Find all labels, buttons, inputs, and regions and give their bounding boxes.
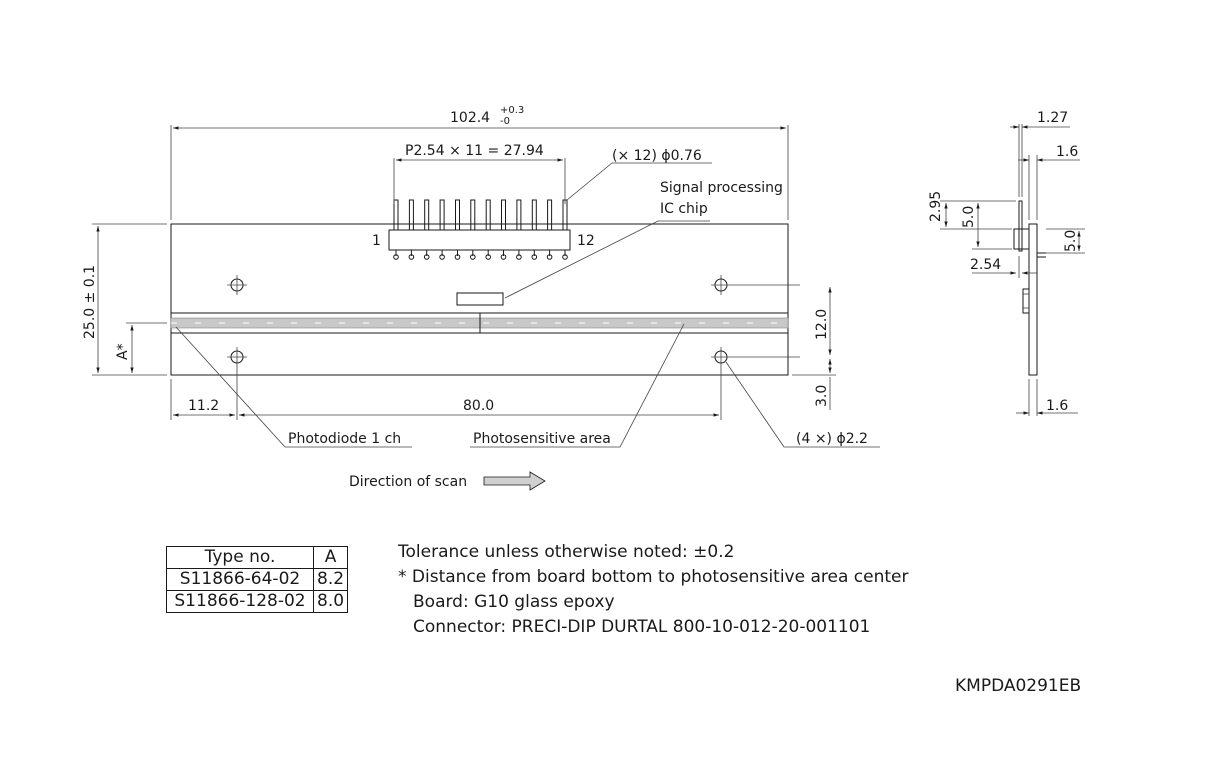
connector-pin [439,199,445,231]
table-row: S11866-64-02 8.2 [166,568,349,591]
height-value: 25.0 ± 0.1 [82,265,98,339]
connector-pin-tip [470,254,476,260]
signal-chip-label-2: IC chip [660,201,708,217]
connector-pin [408,199,414,231]
connector-pin [531,199,537,231]
connector-pin-tip [531,254,538,260]
scan-direction-label: Direction of scan [349,474,467,490]
photodiode-label: Photodiode 1 ch [288,431,401,447]
type-table: Type no. A S11866-64-02 8.2 S11866-128-0… [166,546,349,613]
side-16-bottom-value: 1.6 [1046,398,1068,414]
connector-pin [470,199,476,231]
type-table-header: Type no. A [166,546,349,569]
connector-pin-tip [546,254,553,260]
connector-pin [562,199,568,231]
overall-length-tol-plus: +0.3 [500,105,524,116]
side-254-value: 2.54 [970,257,1001,273]
connector-pin [516,199,522,231]
photosensitive-strip [170,312,789,334]
side-50-right-value: 5.0 [1063,230,1079,252]
side-127-value: 1.27 [1037,110,1068,126]
connector-pin-tip [393,254,399,260]
hole-dia-value: (4 ×) ϕ2.2 [796,431,868,447]
side-16-top-value: 1.6 [1056,144,1078,160]
connector-pin-tip [454,254,461,260]
connector-pin-tip [408,254,415,260]
type-header-cell: Type no. [166,546,314,569]
connector-pin [501,199,506,231]
a-dimension [126,322,167,373]
connector-pin-tip [423,254,430,260]
signal-chip-label-1: Signal processing [660,180,783,196]
connector-pin-tip [500,254,507,260]
bottom-dimensions [170,367,722,420]
right-vertical-dimensions [792,287,836,410]
connector-pin-tip [516,254,522,260]
a-cell: 8.2 [312,568,349,591]
connector-pin [455,199,460,231]
overall-length-dimension [170,125,789,220]
type-cell: S11866-64-02 [166,568,314,591]
hole-span-value: 80.0 [463,398,494,414]
left-offset-value: 11.2 [188,398,219,414]
a-header-cell: A [312,546,349,569]
board-outline [170,223,789,376]
mounting-holes [227,275,800,367]
photosensitive-label: Photosensitive area [473,431,611,447]
overall-length-value: 102.4 [450,110,490,126]
pin-last-label: 12 [577,233,595,249]
height-dimension [92,223,167,376]
connector-pin-tip [562,254,568,260]
signal-chip-leader [504,220,710,299]
photosensitive-leader [470,323,685,448]
pin-dia-leader [566,162,712,201]
notes: Tolerance unless otherwise noted: ±0.2 *… [398,540,908,640]
hole-bottom-value: 3.0 [814,385,830,407]
side-view [940,124,1085,416]
pin-first-label: 1 [372,233,381,249]
hole-vertical-value: 12.0 [814,309,830,340]
note-distance: * Distance from board bottom to photosen… [398,567,909,587]
hole-dia-leader [725,361,880,448]
connector-pin [547,199,553,231]
note-board: Board: G10 glass epoxy [413,592,615,612]
table-row: S11866-128-02 8.0 [166,590,349,613]
note-tolerance: Tolerance unless otherwise noted: ±0.2 [398,542,735,562]
connector [388,199,571,260]
side-50-left-value: 5.0 [961,206,977,228]
note-connector: Connector: PRECI-DIP DURTAL 800-10-012-2… [413,617,871,637]
overall-length-tol-minus: -0 [500,116,510,127]
connector-pin [393,199,399,231]
pin-dia-value: (× 12) ϕ0.76 [612,148,702,164]
connector-pin-tip [439,254,445,260]
a-label: A* [115,343,131,360]
a-cell: 8.0 [312,590,349,613]
connector-pin-tip [485,254,492,260]
signal-ic-chip [456,292,504,306]
connector-pin [424,199,430,231]
photodiode-leader [175,326,412,448]
pitch-value: P2.54 × 11 = 27.94 [405,143,544,159]
side-295-value: 2.95 [928,191,944,222]
connector-pin [485,199,491,231]
type-cell: S11866-128-02 [166,590,314,613]
pitch-dimension [393,158,566,204]
scan-arrow-icon [483,471,546,491]
drawing-code: KMPDA0291EB [955,676,1082,696]
